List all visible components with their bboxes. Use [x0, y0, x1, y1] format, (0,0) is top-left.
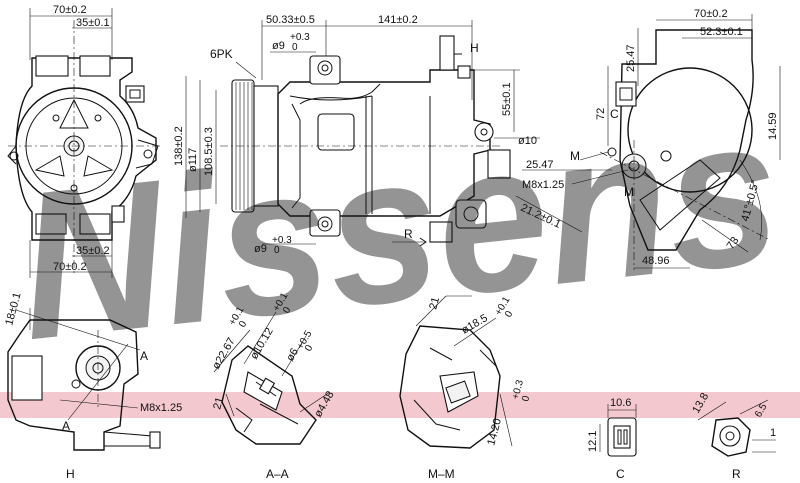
detail-mm-label: M–M [428, 467, 455, 481]
side-h-mark: H [470, 41, 479, 55]
front-dim-top-70: 70±0.2 [53, 4, 87, 16]
detail-aa-label: A–A [266, 467, 289, 481]
detail-r-dim-1: 1 [770, 427, 776, 439]
detail-mm-dim-14: 14.20 [485, 417, 504, 447]
side-dim-117: ø117 [187, 148, 199, 172]
detail-mm-dim-14-tol: +0.3 [510, 378, 526, 400]
side-dim-50: 50.33±0.5 [266, 14, 315, 26]
detail-h-dim-18: 18±0.1 [3, 291, 23, 327]
side-dim-d9-bottom-tol: +0.3 [272, 235, 292, 246]
detail-mm-dim-18-tol0: 0 [503, 309, 516, 320]
front-view: 70±0.2 35±0.1 35±0.2 [7, 4, 160, 278]
rear-c-mark: C [610, 107, 619, 121]
detail-c-dim-12: 12.1 [587, 431, 599, 452]
detail-h-a-top: A [140, 349, 148, 363]
front-dim-bottom-70: 70±0.2 [53, 261, 87, 273]
side-dim-d9-top-tol0: 0 [292, 42, 298, 53]
detail-h-label: H [66, 467, 75, 481]
rear-dim-72: 72 [595, 108, 607, 120]
rear-dim-52: 52.3±0.1 [700, 26, 743, 38]
side-dim-d9-top-tol: +0.3 [290, 32, 310, 43]
side-dim-108: 108.5±0.3 [203, 127, 215, 176]
detail-h-a-bottom: A [62, 419, 70, 433]
detail-c: 10.6 12.1 C [587, 397, 637, 481]
rear-dim-14: 14.59 [767, 112, 779, 140]
side-dim-d9-bottom-tol0: 0 [274, 245, 280, 256]
side-dim-d10: ø10 [518, 135, 537, 147]
detail-aa-dim-10-tol0: 0 [281, 305, 294, 316]
side-view: 50.33±0.5 141±0.2 ø9 +0.3 0 6PK H ø117 1… [173, 14, 540, 256]
side-dim-141: 141±0.2 [378, 14, 418, 26]
detail-c-dim-10: 10.6 [610, 397, 631, 409]
rear-dim-25-top: 25.47 [625, 44, 637, 72]
front-dim-bottom-35: 35±0.2 [76, 245, 110, 257]
side-dim-d9-bottom: ø9 [254, 243, 267, 255]
detail-h-dim-m8: M8x1.25 [140, 402, 182, 414]
detail-mm-dim-21: 21 [427, 296, 442, 311]
side-r-mark: R [404, 227, 413, 241]
rear-dim-25-mid: 25.47 [526, 159, 554, 171]
detail-c-label: C [616, 467, 625, 481]
side-dim-138: 138±0.2 [173, 126, 185, 166]
rear-dim-m8: M8x1.25 [522, 179, 564, 191]
side-dim-d9-top: ø9 [272, 40, 285, 52]
detail-mm-dim-14-tol0: 0 [520, 394, 532, 403]
rear-m-mark-2: M [624, 185, 634, 199]
detail-aa-dim-22-tol0: 0 [237, 319, 250, 330]
front-dim-top-35: 35±0.1 [76, 17, 110, 29]
rear-dim-48: 48.96 [642, 255, 670, 267]
side-dim-55: 55±0.1 [501, 82, 513, 116]
rear-m-mark: M [570, 149, 580, 163]
watermark: Nissens [9, 71, 789, 384]
detail-r-label: R [732, 467, 741, 481]
side-belt-label: 6PK [210, 47, 233, 61]
detail-aa-dim-6-tol0: 0 [303, 343, 316, 354]
detail-aa-dim-21: 21 [211, 396, 226, 411]
detail-aa-dim-6: ø6 [284, 346, 301, 363]
rear-dim-70: 70±0.2 [694, 8, 728, 20]
